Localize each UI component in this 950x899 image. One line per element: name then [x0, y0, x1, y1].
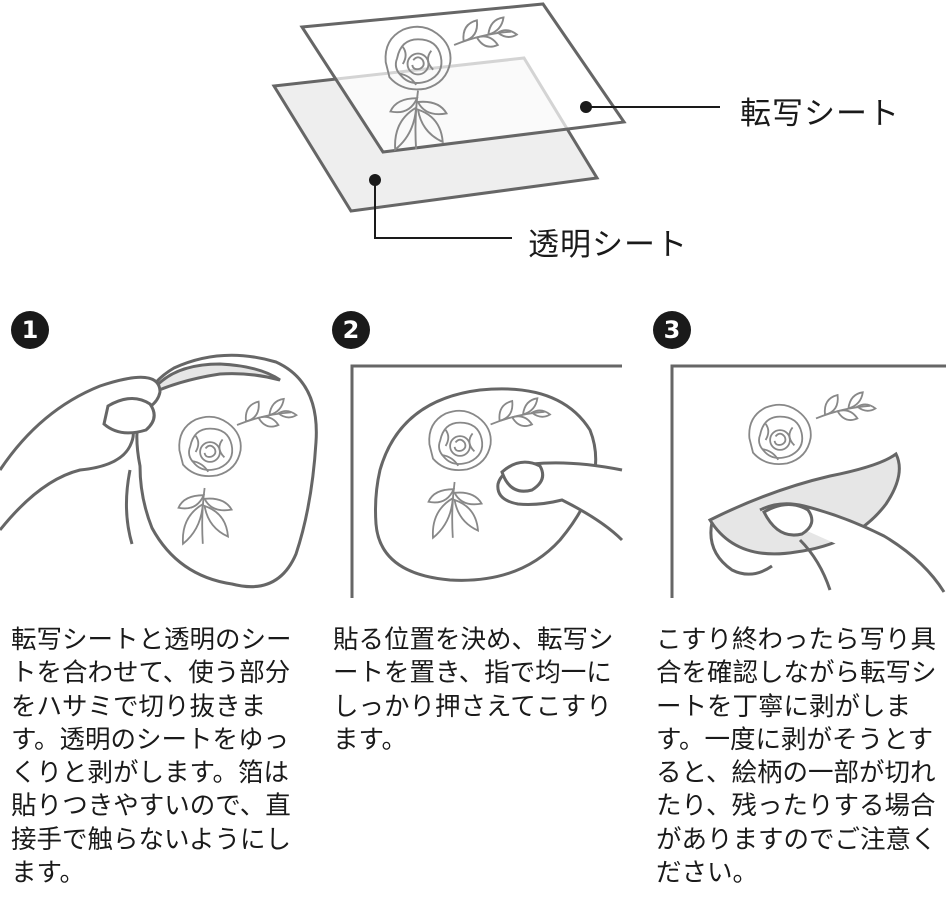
transparent-sheet-leader-line [374, 180, 512, 239]
step-2-illustration [350, 364, 624, 598]
step-3-description: こすり終わったら写り具合を確認しながら転写シートを丁寧に剥がします。一度に剥がそ… [656, 625, 937, 889]
step-1-illustration [0, 353, 318, 589]
transparent-sheet-label: 透明シート [528, 227, 688, 263]
sheets-diagram [271, 2, 720, 239]
step-2-description: 貼る位置を決め、転写シートを置き、指で均一にしっかり押さえてこすります。 [333, 625, 614, 755]
step-3-number-badge: 3 [653, 311, 691, 349]
step-1-description: 転写シートと透明のシートを合わせて、使う部分をハサミで切り抜きます。透明のシート… [11, 625, 292, 889]
step-1-number-badge: 1 [11, 311, 49, 349]
transfer-sheet-label: 転写シート [740, 96, 900, 132]
transfer-sheet [299, 2, 627, 154]
step-2-number-badge: 2 [332, 311, 370, 349]
step-3-illustration [670, 364, 946, 598]
